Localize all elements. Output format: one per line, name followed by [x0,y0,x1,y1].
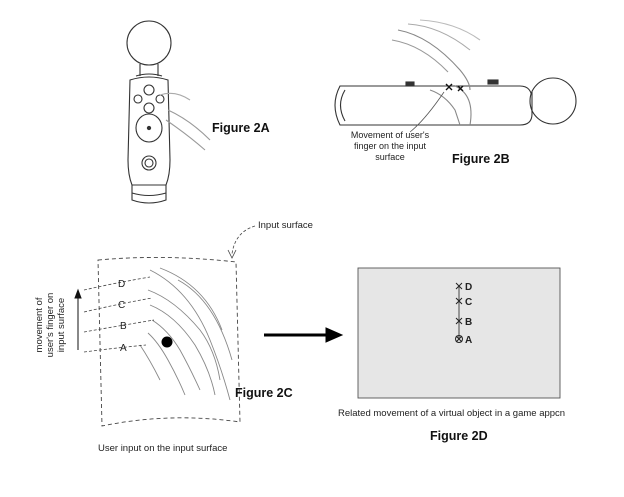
figure-2c-caption: User input on the input surface [98,443,227,454]
movement-axis-label-line-2: user's finger on [45,293,56,358]
point-label-c: C [118,300,125,311]
virtual-object-markers [455,282,463,343]
figure-2d-title: Figure 2D [430,429,488,443]
movement-direction-arrow [74,288,82,350]
figure-2a-controller-drawing [126,20,211,204]
point-label-b: B [120,321,127,332]
figure-2b-caption-line-3: surface [375,152,405,162]
finger-sketch-lines [139,267,233,401]
input-surface-leader-line [231,225,256,255]
guide-line-b [83,319,155,333]
guide-line-d [83,276,151,291]
figure-2a-title: Figure 2A [212,121,270,135]
object-point-label-c: C [465,297,472,308]
figure-2b-controller-drawing [334,19,577,133]
object-point-label-d: D [465,282,472,293]
mapping-arrow [264,327,344,343]
figure-2b-caption-line-1: Movement of user's [351,130,430,140]
figure-2d-caption: Related movement of a virtual object in … [338,408,565,419]
object-point-label-a: A [465,335,472,346]
input-surface-leader-arrowhead [227,249,237,259]
figure-2b-title: Figure 2B [452,152,510,166]
guide-line-c [83,297,153,313]
guide-line-a [83,344,147,353]
object-point-label-b: B [465,317,472,328]
finger-contact-point [161,336,173,348]
input-surface-label: Input surface [258,220,313,231]
point-label-a: A [120,343,127,354]
figure-2c-title: Figure 2C [235,386,293,400]
point-label-d: D [118,279,125,290]
input-surface-outline [97,256,241,427]
figure-2b-caption-line-2: finger on the input [354,141,427,151]
movement-axis-label-line-3: input surface [56,298,67,352]
movement-axis-label-line-1: movement of [34,297,45,352]
